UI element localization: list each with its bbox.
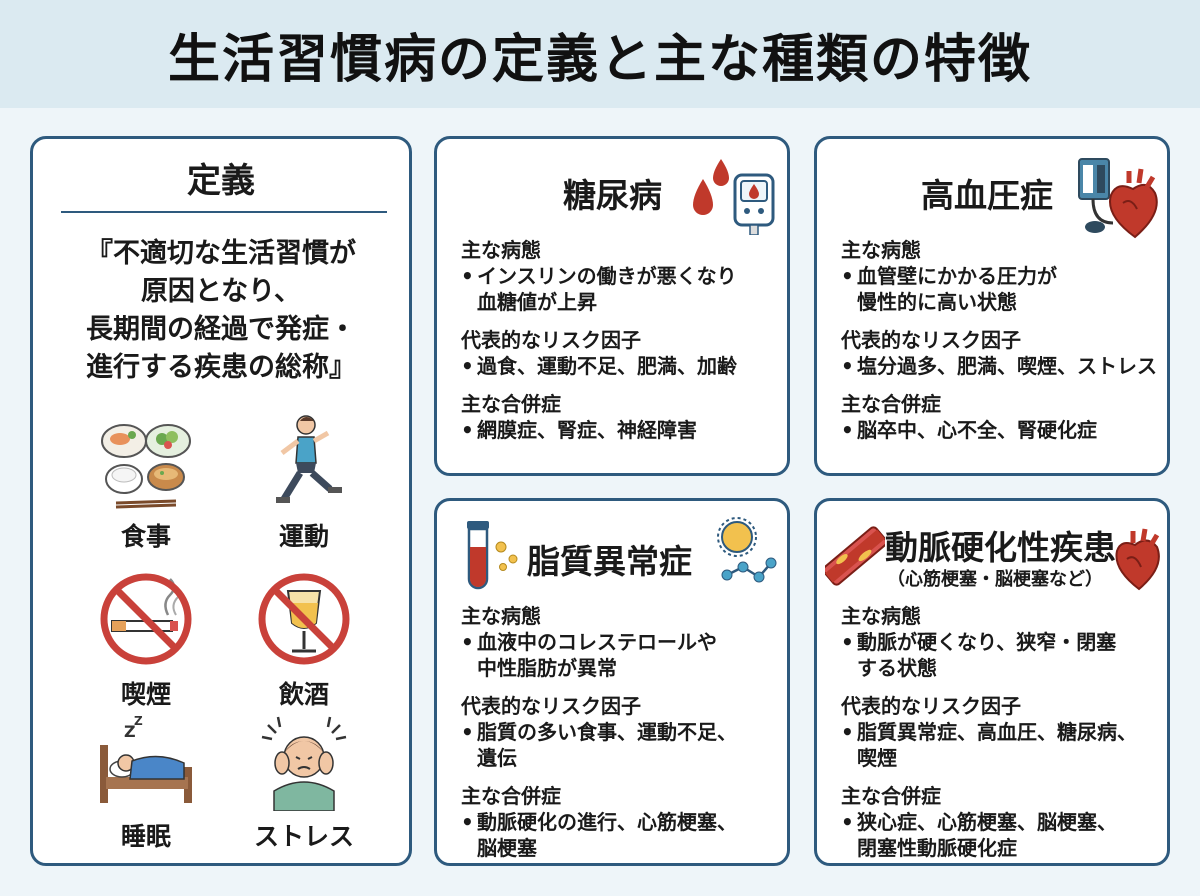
section-title: 主な合併症 (841, 392, 941, 416)
definition-line: 原因となり、 (140, 276, 302, 307)
definition-heading: 定義 (187, 161, 255, 201)
blood-pressure-heart-icon (1078, 158, 1158, 239)
no-alcohol-icon (258, 573, 350, 665)
bullet-item: インスリンの働きが悪くなり 血糖値が上昇 (461, 263, 777, 315)
factor-sleep: Z Z 睡眠 (71, 711, 221, 853)
definition-line: 長期間の経過で発症・ (86, 314, 356, 345)
disease-card-atherosclerosis: 動脈硬化性疾患 （心筋梗塞・脳梗塞など） 主な病態 動脈が硬くなり、狭窄・閉塞 … (814, 498, 1170, 866)
page-title: 生活習慣病の定義と主な種類の特徴 (167, 29, 1032, 90)
section-title: 主な合併症 (841, 784, 941, 808)
disease-body: 主な病態 血液中のコレステロールや 中性脂肪が異常 代表的なリスク因子 脂質の多… (461, 599, 777, 861)
definition-card: 定義 『不適切な生活習慣が 原因となり、 長期間の経過で発症・ 進行する疾患の総… (30, 136, 412, 866)
disease-body: 主な病態 血管壁にかかる圧力が 慢性的に高い状態 代表的なリスク因子 塩分過多、… (841, 233, 1157, 443)
meal-icon (101, 424, 191, 509)
factor-label: 喫煙 (120, 680, 171, 709)
section-title: 主な合併症 (461, 784, 561, 808)
bullet-item: 塩分過多、肥満、喫煙、ストレス (841, 353, 1157, 379)
bullet-item: 狭心症、心筋梗塞、脳梗塞、 閉塞性動脈硬化症 (841, 809, 1157, 861)
section-title: 主な合併症 (461, 392, 561, 416)
section-title: 代表的なリスク因子 (841, 694, 1021, 718)
factor-stress: ストレス (229, 711, 379, 853)
stress-icon (261, 716, 347, 811)
disease-name: 高血圧症 (921, 176, 1053, 215)
sleep-icon: Z Z (100, 714, 192, 803)
artery-heart-icon (1115, 528, 1160, 591)
disease-subtitle: （心筋梗塞・脳梗塞など） (887, 569, 1103, 590)
factor-label: 食事 (120, 522, 171, 551)
lipid-molecule-icon (717, 517, 777, 583)
factor-drinking: 飲酒 (229, 569, 379, 711)
bullet-item: 脳卒中、心不全、腎硬化症 (841, 417, 1157, 443)
section-title: 主な病態 (461, 238, 541, 262)
definition-text: 『不適切な生活習慣が 原因となり、 長期間の経過で発症・ 進行する疾患の総称』 (43, 235, 399, 387)
disease-body: 主な病態 動脈が硬くなり、狭窄・閉塞 する状態 代表的なリスク因子 脂質異常症、… (841, 599, 1157, 861)
test-tube-icon (467, 521, 518, 590)
svg-text:Z: Z (124, 722, 136, 741)
runner-icon (276, 415, 342, 503)
bullet-item: 血液中のコレステロールや 中性脂肪が異常 (461, 629, 777, 681)
section-title: 主な病態 (461, 604, 541, 628)
title-banner: 生活習慣病の定義と主な種類の特徴 (0, 0, 1200, 108)
section-title: 代表的なリスク因子 (461, 328, 641, 352)
divider (61, 211, 387, 213)
disease-name: 糖尿病 (563, 176, 662, 215)
definition-line: 『不適切な生活習慣が (86, 238, 356, 269)
factor-exercise: 運動 (229, 411, 379, 553)
bullet-item: 血管壁にかかる圧力が 慢性的に高い状態 (841, 263, 1157, 315)
disease-card-hypertension: 高血圧症 主な病態 血管壁にかかる圧力が 慢性的に高い状態 代表的なリスク因子 … (814, 136, 1170, 476)
factor-smoking: 喫煙 (71, 569, 221, 711)
bullet-item: 動脈硬化の進行、心筋梗塞、 脳梗塞 (461, 809, 777, 861)
factor-meal: 食事 (71, 411, 221, 553)
bullet-item: 動脈が硬くなり、狭窄・閉塞 する状態 (841, 629, 1157, 681)
section-title: 代表的なリスク因子 (461, 694, 641, 718)
svg-text:Z: Z (134, 714, 143, 728)
factor-label: 飲酒 (278, 680, 329, 709)
factor-label: 睡眠 (120, 822, 171, 851)
no-smoking-icon (100, 573, 192, 665)
disease-name: 動脈硬化性疾患 (885, 528, 1116, 567)
section-title: 代表的なリスク因子 (841, 328, 1021, 352)
disease-card-dyslipidemia: 脂質異常症 主な病態 血液中のコレステロールや 中性脂肪が異常 代表的なリスク因… (434, 498, 790, 866)
bullet-item: 脂質の多い食事、運動不足、 遺伝 (461, 719, 777, 771)
artery-icon (825, 526, 885, 586)
blood-glucose-meter-icon (693, 159, 775, 235)
bullet-item: 網膜症、腎症、神経障害 (461, 417, 777, 443)
disease-card-diabetes: 糖尿病 主な病態 インスリンの働きが悪くなり 血糖値が上昇 代表的なリスク因子 … (434, 136, 790, 476)
definition-line: 進行する疾患の総称』 (86, 352, 356, 383)
factor-label: 運動 (278, 522, 329, 551)
section-title: 主な病態 (841, 238, 921, 262)
factor-label: ストレス (253, 822, 354, 851)
bullet-item: 脂質異常症、高血圧、糖尿病、 喫煙 (841, 719, 1157, 771)
disease-body: 主な病態 インスリンの働きが悪くなり 血糖値が上昇 代表的なリスク因子 過食、運… (461, 233, 777, 443)
bullet-item: 過食、運動不足、肥満、加齢 (461, 353, 777, 379)
section-title: 主な病態 (841, 604, 921, 628)
disease-name: 脂質異常症 (527, 542, 692, 581)
